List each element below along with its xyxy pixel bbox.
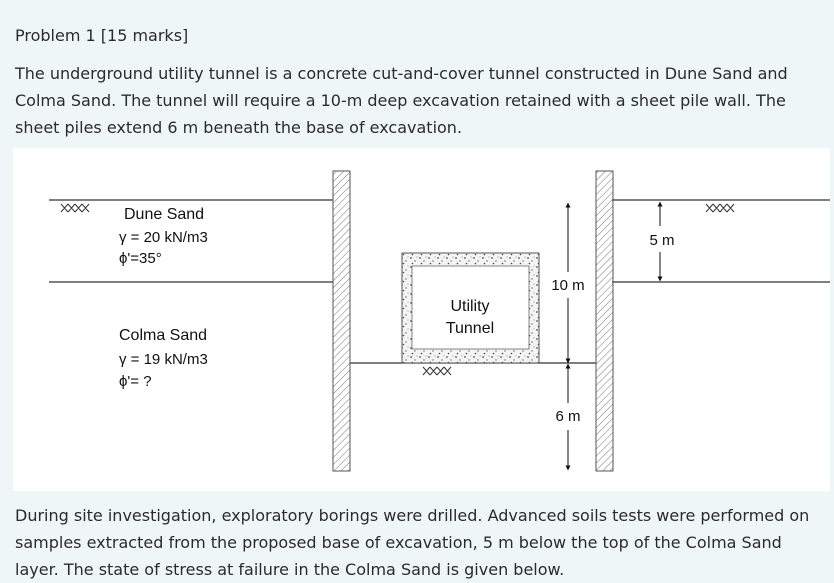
tunnel-label-line1: Utility [450, 298, 489, 315]
problem-outro: During site investigation, exploratory b… [15, 506, 810, 579]
dune-sand-name: Dune Sand [124, 206, 204, 223]
dune-sand-friction-angle: ϕ'=35° [119, 250, 162, 267]
problem-title: Problem 1 [15 marks] [15, 26, 189, 45]
excavation-diagram-svg: Utility Tunnel Dune Sand γ = 20 kN/m3 ϕ'… [49, 170, 830, 472]
problem-intro: The underground utility tunnel is a conc… [15, 64, 788, 137]
sheet-pile-left [332, 170, 351, 472]
dim-excavation-depth: 10 m [551, 277, 584, 294]
colma-sand-unit-weight: γ = 19 kN/m3 [119, 351, 208, 368]
colma-sand-name: Colma Sand [119, 327, 207, 344]
dim-dune-thickness: 5 m [649, 232, 674, 249]
ground-symbol-left [60, 203, 90, 213]
excavation-diagram: Utility Tunnel Dune Sand γ = 20 kN/m3 ϕ'… [13, 148, 830, 491]
tunnel-label-line2: Tunnel [446, 320, 494, 337]
dim-embedment-depth: 6 m [555, 408, 580, 425]
dune-sand-unit-weight: γ = 20 kN/m3 [119, 229, 208, 246]
ground-symbol-base [422, 366, 452, 376]
ground-symbol-right [705, 203, 735, 213]
colma-sand-friction-angle: ϕ'= ? [119, 373, 152, 390]
sheet-pile-right [595, 170, 614, 472]
utility-tunnel [401, 252, 540, 364]
